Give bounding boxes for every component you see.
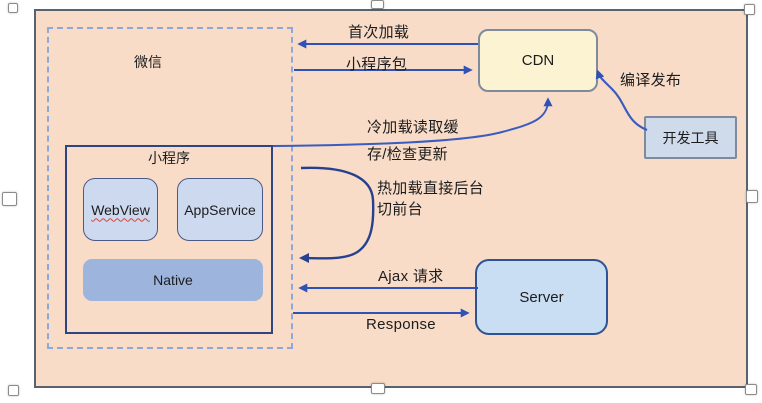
server-label: Server [519,288,564,306]
cold-load-label-line2: 存/检查更新 [367,146,448,163]
selection-handle-top-left[interactable] [8,3,18,13]
ajax-label: Ajax 请求 [378,268,444,285]
webview-label: WebView [91,201,150,218]
wechat-label: 微信 [134,54,162,70]
cold-load-label-line1: 冷加载读取缓 [367,119,459,136]
cdn-label: CDN [521,52,555,69]
wechat-container-box [47,27,293,349]
hot-load-label-line1: 热加载直接后台 [377,180,485,197]
first-load-label: 首次加载 [348,24,410,41]
native-label: Native [153,272,193,288]
response-label: Response [366,316,436,333]
selection-handle-left-middle[interactable] [2,192,17,206]
native-node: Native [83,259,263,301]
devtools-label: 开发工具 [662,129,719,146]
package-label: 小程序包 [346,56,408,73]
devtools-node: 开发工具 [644,116,737,159]
selection-handle-top-center[interactable] [371,0,384,9]
selection-handle-bottom-left[interactable] [8,385,19,396]
hot-load-label-line2: 切前台 [377,201,423,218]
selection-handle-top-right[interactable] [744,4,755,15]
selection-handle-bottom-right[interactable] [745,384,757,395]
miniprogram-box [65,145,273,334]
server-node: Server [475,259,608,335]
compile-publish-label: 编译发布 [620,72,682,89]
appservice-label: AppService [184,201,256,218]
webview-node: WebView [83,178,158,241]
cold-load-label: 冷加载读取缓 存/检查更新 [367,114,459,168]
hot-load-label: 热加载直接后台 切前台 [377,178,484,220]
selection-handle-bottom-center[interactable] [371,383,385,394]
selection-handle-right-middle[interactable] [746,190,758,203]
appservice-node: AppService [177,178,263,241]
miniprogram-label: 小程序 [148,150,190,166]
cdn-node: CDN [478,29,598,92]
